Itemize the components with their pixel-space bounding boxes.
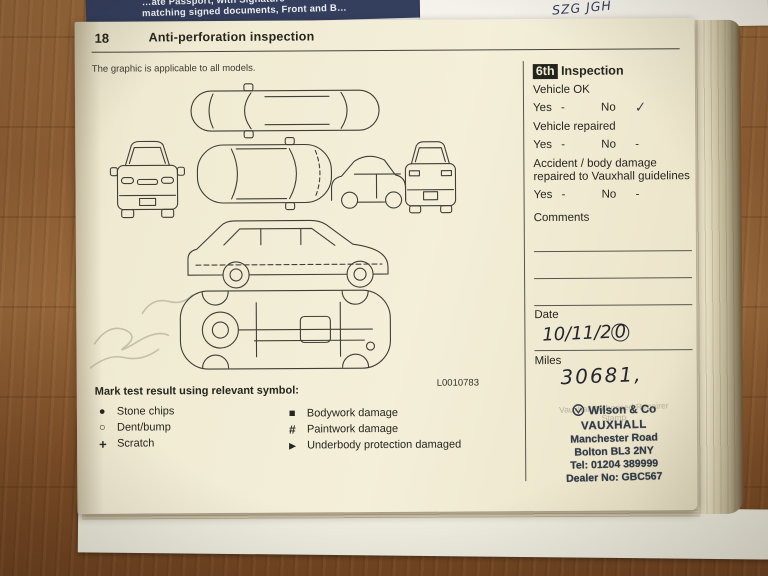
scratch-symbol: + bbox=[99, 436, 107, 452]
yes-label: Yes bbox=[533, 188, 553, 201]
vauxhall-griffin-logo-icon bbox=[571, 403, 584, 420]
car-underbody-view-drawing bbox=[179, 289, 392, 370]
legend-item-dent-bump: ○ Dent/bump bbox=[99, 419, 175, 435]
no-label: No bbox=[601, 138, 616, 151]
handwritten-tick: ✓ bbox=[634, 98, 647, 117]
legend-item-stone-chips: ● Stone chips bbox=[99, 403, 175, 419]
yes-mark-field: - bbox=[560, 101, 565, 114]
no-mark-field: - bbox=[635, 187, 640, 200]
question-accident-damage: Accident / body damage repaired to Vauxh… bbox=[533, 157, 690, 184]
page-title: Anti-perforation inspection bbox=[148, 29, 315, 45]
inspection-number-badge: 6th bbox=[532, 63, 558, 80]
figure-code: L0010783 bbox=[436, 377, 480, 389]
stamp-dealer-name-row: Wilson & Co bbox=[535, 400, 693, 421]
legend-heading: Mark test result using relevant symbol: bbox=[94, 384, 299, 398]
yes-no-row-vehicle-ok: Yes - No ✓ bbox=[532, 98, 691, 117]
comments-rule-3 bbox=[534, 304, 693, 307]
handwritten-registration-2: SZG JGH bbox=[551, 0, 613, 18]
no-mark-field: - bbox=[635, 137, 640, 150]
header-rule bbox=[91, 48, 680, 53]
date-value: 10/11/2 bbox=[541, 321, 613, 346]
legend-column-1: ● Stone chips ○ Dent/bump + Scratch bbox=[99, 403, 175, 451]
car-side-view-drawing bbox=[187, 219, 389, 289]
yes-label: Yes bbox=[532, 101, 552, 114]
service-book-page: 18 Anti-perforation inspection The graph… bbox=[74, 18, 698, 514]
legend-item-paintwork-damage: # Paintwork damage bbox=[289, 421, 461, 438]
legend-item-underbody-protection: ▶ Underbody protection damaged bbox=[289, 437, 461, 454]
date-label: Date bbox=[534, 308, 559, 322]
inspection-heading: 6th Inspection bbox=[532, 63, 691, 80]
legend-label: Stone chips bbox=[116, 405, 175, 418]
stamp-dealer-name: Wilson & Co bbox=[588, 403, 657, 418]
comments-rule-2 bbox=[534, 277, 693, 280]
comments-rule-1 bbox=[533, 250, 692, 253]
legend-label: Bodywork damage bbox=[306, 406, 399, 420]
legend-label: Underbody protection damaged bbox=[307, 438, 462, 452]
legend-item-bodywork-damage: ■ Bodywork damage bbox=[289, 405, 461, 422]
page-number: 18 bbox=[94, 30, 110, 46]
car-plan-view-drawing bbox=[196, 137, 333, 211]
ink-show-through-scribbles bbox=[89, 294, 193, 369]
dealer-stamp: Vauxhall Authorised Repairer Stamp Wilso… bbox=[535, 400, 694, 503]
legend-label: Scratch bbox=[117, 437, 155, 450]
bodywork-damage-symbol: ■ bbox=[288, 407, 296, 420]
car-front-view-drawing bbox=[109, 140, 185, 219]
car-three-quarter-view-drawing bbox=[330, 155, 407, 209]
question-vehicle-ok: Vehicle OK bbox=[532, 83, 590, 97]
column-divider bbox=[522, 61, 527, 482]
vehicle-inspection-diagram bbox=[109, 83, 457, 370]
legend-item-scratch: + Scratch bbox=[99, 435, 175, 451]
car-top-view-drawing bbox=[190, 83, 380, 139]
date-value-circled-digit: 0 bbox=[611, 321, 630, 343]
yes-no-row-accident-damage: Yes - No - bbox=[534, 187, 692, 202]
yes-label: Yes bbox=[533, 138, 553, 151]
paintwork-damage-symbol: # bbox=[288, 422, 296, 437]
inspection-panel: 6th Inspection Vehicle OK Yes - No ✓ Veh… bbox=[532, 63, 694, 503]
legend-label: Paintwork damage bbox=[306, 422, 399, 436]
stone-chips-symbol: ● bbox=[98, 405, 106, 418]
applicability-note: The graphic is applicable to all models. bbox=[91, 62, 256, 75]
question-vehicle-repaired: Vehicle repaired bbox=[533, 120, 616, 134]
dent-bump-symbol: ○ bbox=[98, 421, 106, 434]
legend-column-2: ■ Bodywork damage # Paintwork damage ▶ U… bbox=[289, 405, 461, 454]
underbody-protection-symbol: ▶ bbox=[289, 440, 297, 451]
comments-label: Comments bbox=[533, 211, 590, 225]
yes-mark-field: - bbox=[561, 188, 566, 201]
inspection-heading-text: Inspection bbox=[561, 63, 624, 78]
yes-no-row-vehicle-repaired: Yes - No - bbox=[533, 137, 691, 152]
handwritten-miles: 30681, bbox=[559, 361, 643, 390]
no-label: No bbox=[601, 188, 617, 201]
car-rear-view-drawing bbox=[404, 141, 457, 214]
no-label: No bbox=[600, 101, 616, 114]
booklet-page-edges-right bbox=[690, 19, 744, 515]
legend-label: Dent/bump bbox=[116, 421, 171, 434]
yes-mark-field: - bbox=[561, 138, 566, 151]
